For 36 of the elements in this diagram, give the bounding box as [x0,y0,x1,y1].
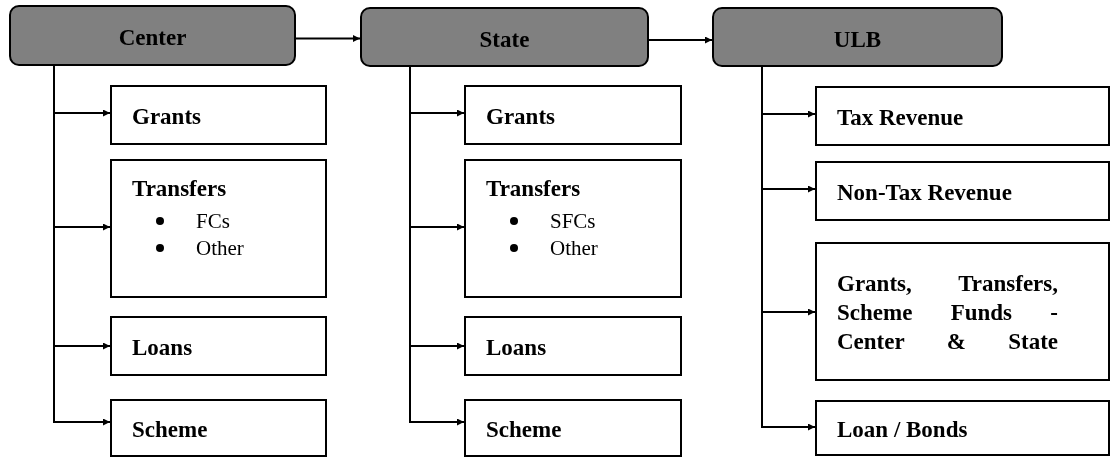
item-box [110,85,327,145]
item-box [815,242,1110,381]
header-label: ULB [833,25,882,54]
item-label: Non-Tax Revenue [837,178,1013,207]
item-label: Scheme [132,415,209,444]
item-box [815,86,1110,146]
item-box [464,399,682,457]
arrow [648,36,713,44]
rounded-header-box [712,7,1003,67]
item-box [464,159,682,298]
item-box [110,159,327,298]
item-box [110,399,327,457]
bullet-item: FCs [196,207,230,235]
rounded-header-box [360,7,649,67]
item-box [815,161,1110,221]
bullet-item: Other [550,234,598,262]
item-label: Transfers [132,175,228,203]
item-label: Loans [132,333,194,362]
item-box [110,316,327,376]
header-label: Center [118,24,187,53]
item-label: Grants [486,102,556,131]
item-box [464,85,682,145]
item-label: Grants [132,102,202,131]
item-label: Loans [486,333,548,362]
item-box [815,400,1110,456]
header-label: State [479,25,530,54]
item-label: Grants, Transfers, Scheme Funds - Center & State [837,270,1058,356]
bullet-item: SFCs [550,207,596,235]
item-label: Loan / Bonds [837,415,969,444]
item-label: Transfers [486,175,582,203]
item-label: Scheme [486,415,563,444]
arrow [295,35,361,42]
item-label: Tax Revenue [837,103,965,132]
item-box [464,316,682,376]
rounded-header-box [9,5,296,66]
bullet-item: Other [196,234,244,262]
